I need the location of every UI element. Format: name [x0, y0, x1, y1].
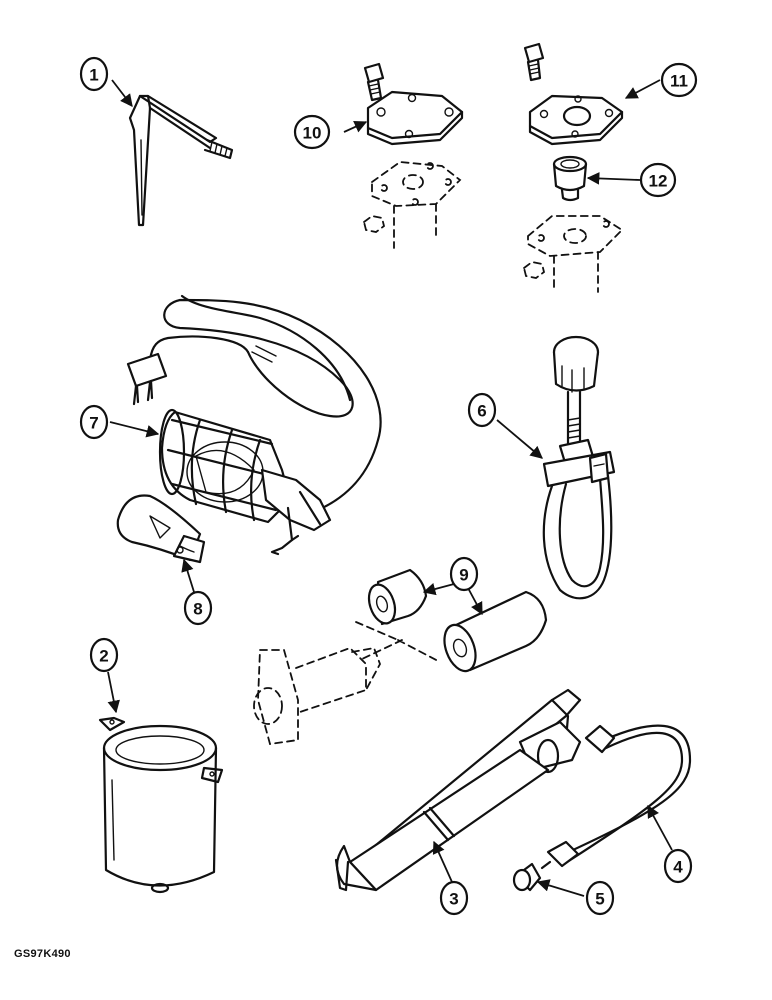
part-plate-fitting-assembly	[522, 42, 624, 293]
callout-label: 8	[193, 600, 202, 619]
callout-6: 6	[467, 392, 497, 428]
part-grease-gun	[334, 688, 582, 892]
callout-label: 11	[670, 72, 688, 91]
figure-reference-code: GS97K490	[14, 948, 71, 960]
part-probe-tool	[128, 94, 234, 227]
callout-4: 4	[663, 848, 693, 884]
part-inspection-lamp	[126, 294, 382, 556]
callout-label: 4	[673, 858, 683, 877]
callout-label: 1	[89, 66, 98, 85]
callout-label: 9	[459, 566, 468, 585]
callout-11: 11	[660, 62, 698, 98]
part-cover-plate-assembly	[362, 62, 464, 249]
callout-label: 5	[595, 890, 604, 909]
callout-2: 2	[89, 637, 119, 673]
callout-7: 7	[79, 404, 109, 440]
callout-label: 3	[449, 890, 458, 909]
callout-1: 1	[79, 56, 109, 92]
callout-10: 10	[293, 114, 331, 150]
callout-label: 10	[303, 124, 322, 143]
part-bulb	[116, 494, 206, 564]
part-adapters	[253, 568, 548, 746]
part-hose	[540, 724, 692, 870]
part-cup	[98, 716, 224, 894]
callout-label: 12	[649, 172, 668, 191]
part-strap-puller	[542, 335, 616, 600]
callout-9: 9	[449, 556, 479, 592]
callout-label: 6	[477, 402, 486, 421]
callout-8: 8	[183, 590, 213, 626]
callout-leaders	[107, 79, 673, 897]
callout-12: 12	[639, 162, 677, 198]
callout-label: 7	[89, 414, 98, 433]
callout-3: 3	[439, 880, 469, 916]
callout-label: 2	[99, 647, 108, 666]
part-nozzle	[512, 862, 542, 892]
callout-5: 5	[585, 880, 615, 916]
